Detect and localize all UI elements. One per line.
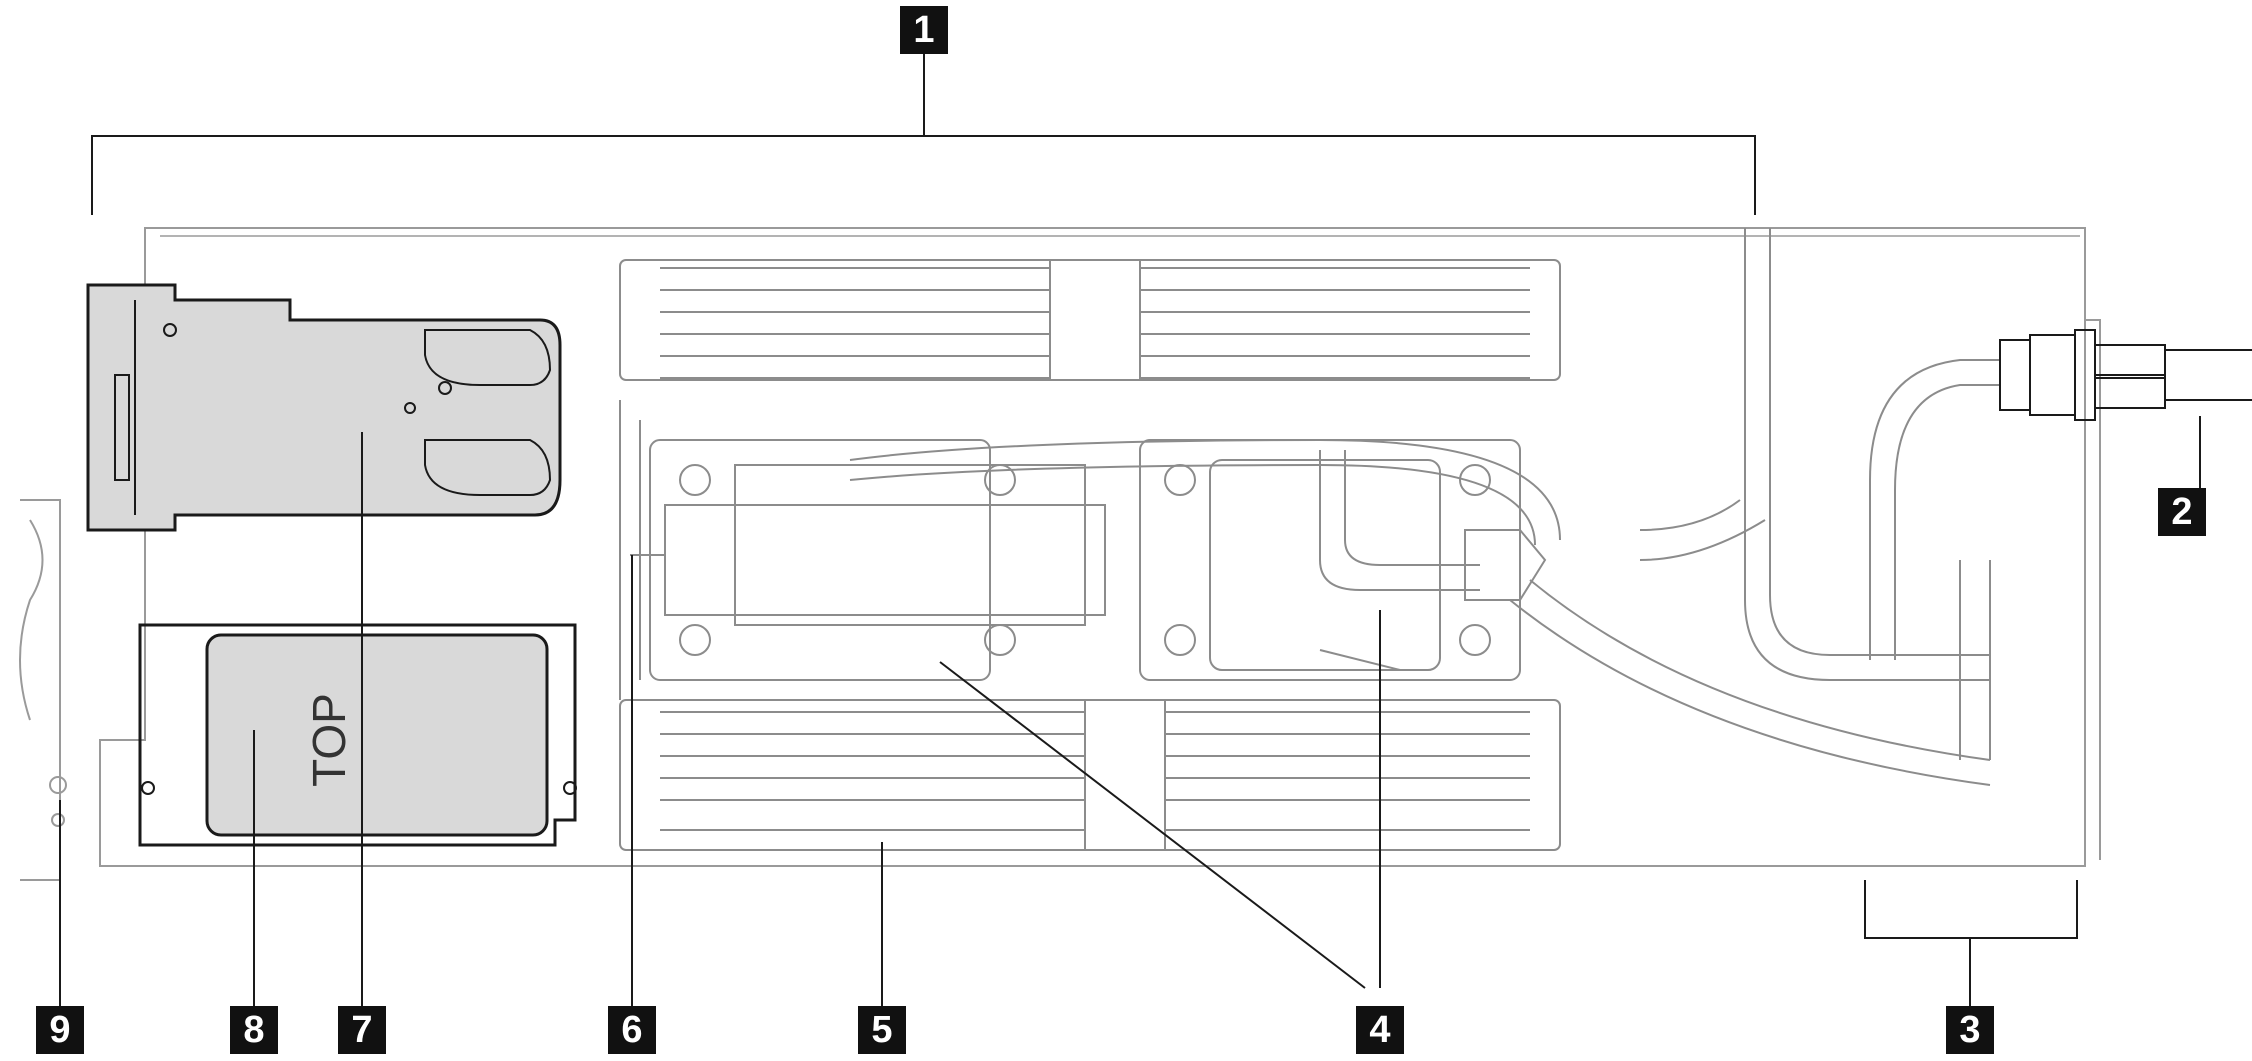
dimm-bank-top	[619, 259, 1561, 381]
callout-4: 4	[1356, 1006, 1404, 1054]
m2-drive-assembly	[86, 283, 562, 532]
callout-9: 9	[36, 1006, 84, 1054]
water-outlet-fitting	[1999, 329, 2252, 421]
water-loop-tubes	[619, 228, 2000, 786]
callout-5: 5	[858, 1006, 906, 1054]
drive-top-label: TOP	[303, 693, 355, 787]
callout-1: 1	[900, 6, 948, 54]
callout-2: 2	[2158, 488, 2206, 536]
dimm-bank-bottom	[619, 699, 1561, 851]
dimm-banks	[619, 259, 1561, 851]
chassis-outline	[19, 227, 2101, 881]
callout-6: 6	[608, 1006, 656, 1054]
callout-7: 7	[338, 1006, 386, 1054]
drive-cage: TOP	[138, 623, 577, 847]
heat-sink-plate	[630, 464, 1106, 626]
callout-brackets	[91, 52, 2078, 1006]
callout-3: 3	[1946, 1006, 1994, 1054]
callout-8: 8	[230, 1006, 278, 1054]
leader-lines	[59, 416, 2201, 1006]
processor-cold-plates	[649, 439, 1547, 681]
